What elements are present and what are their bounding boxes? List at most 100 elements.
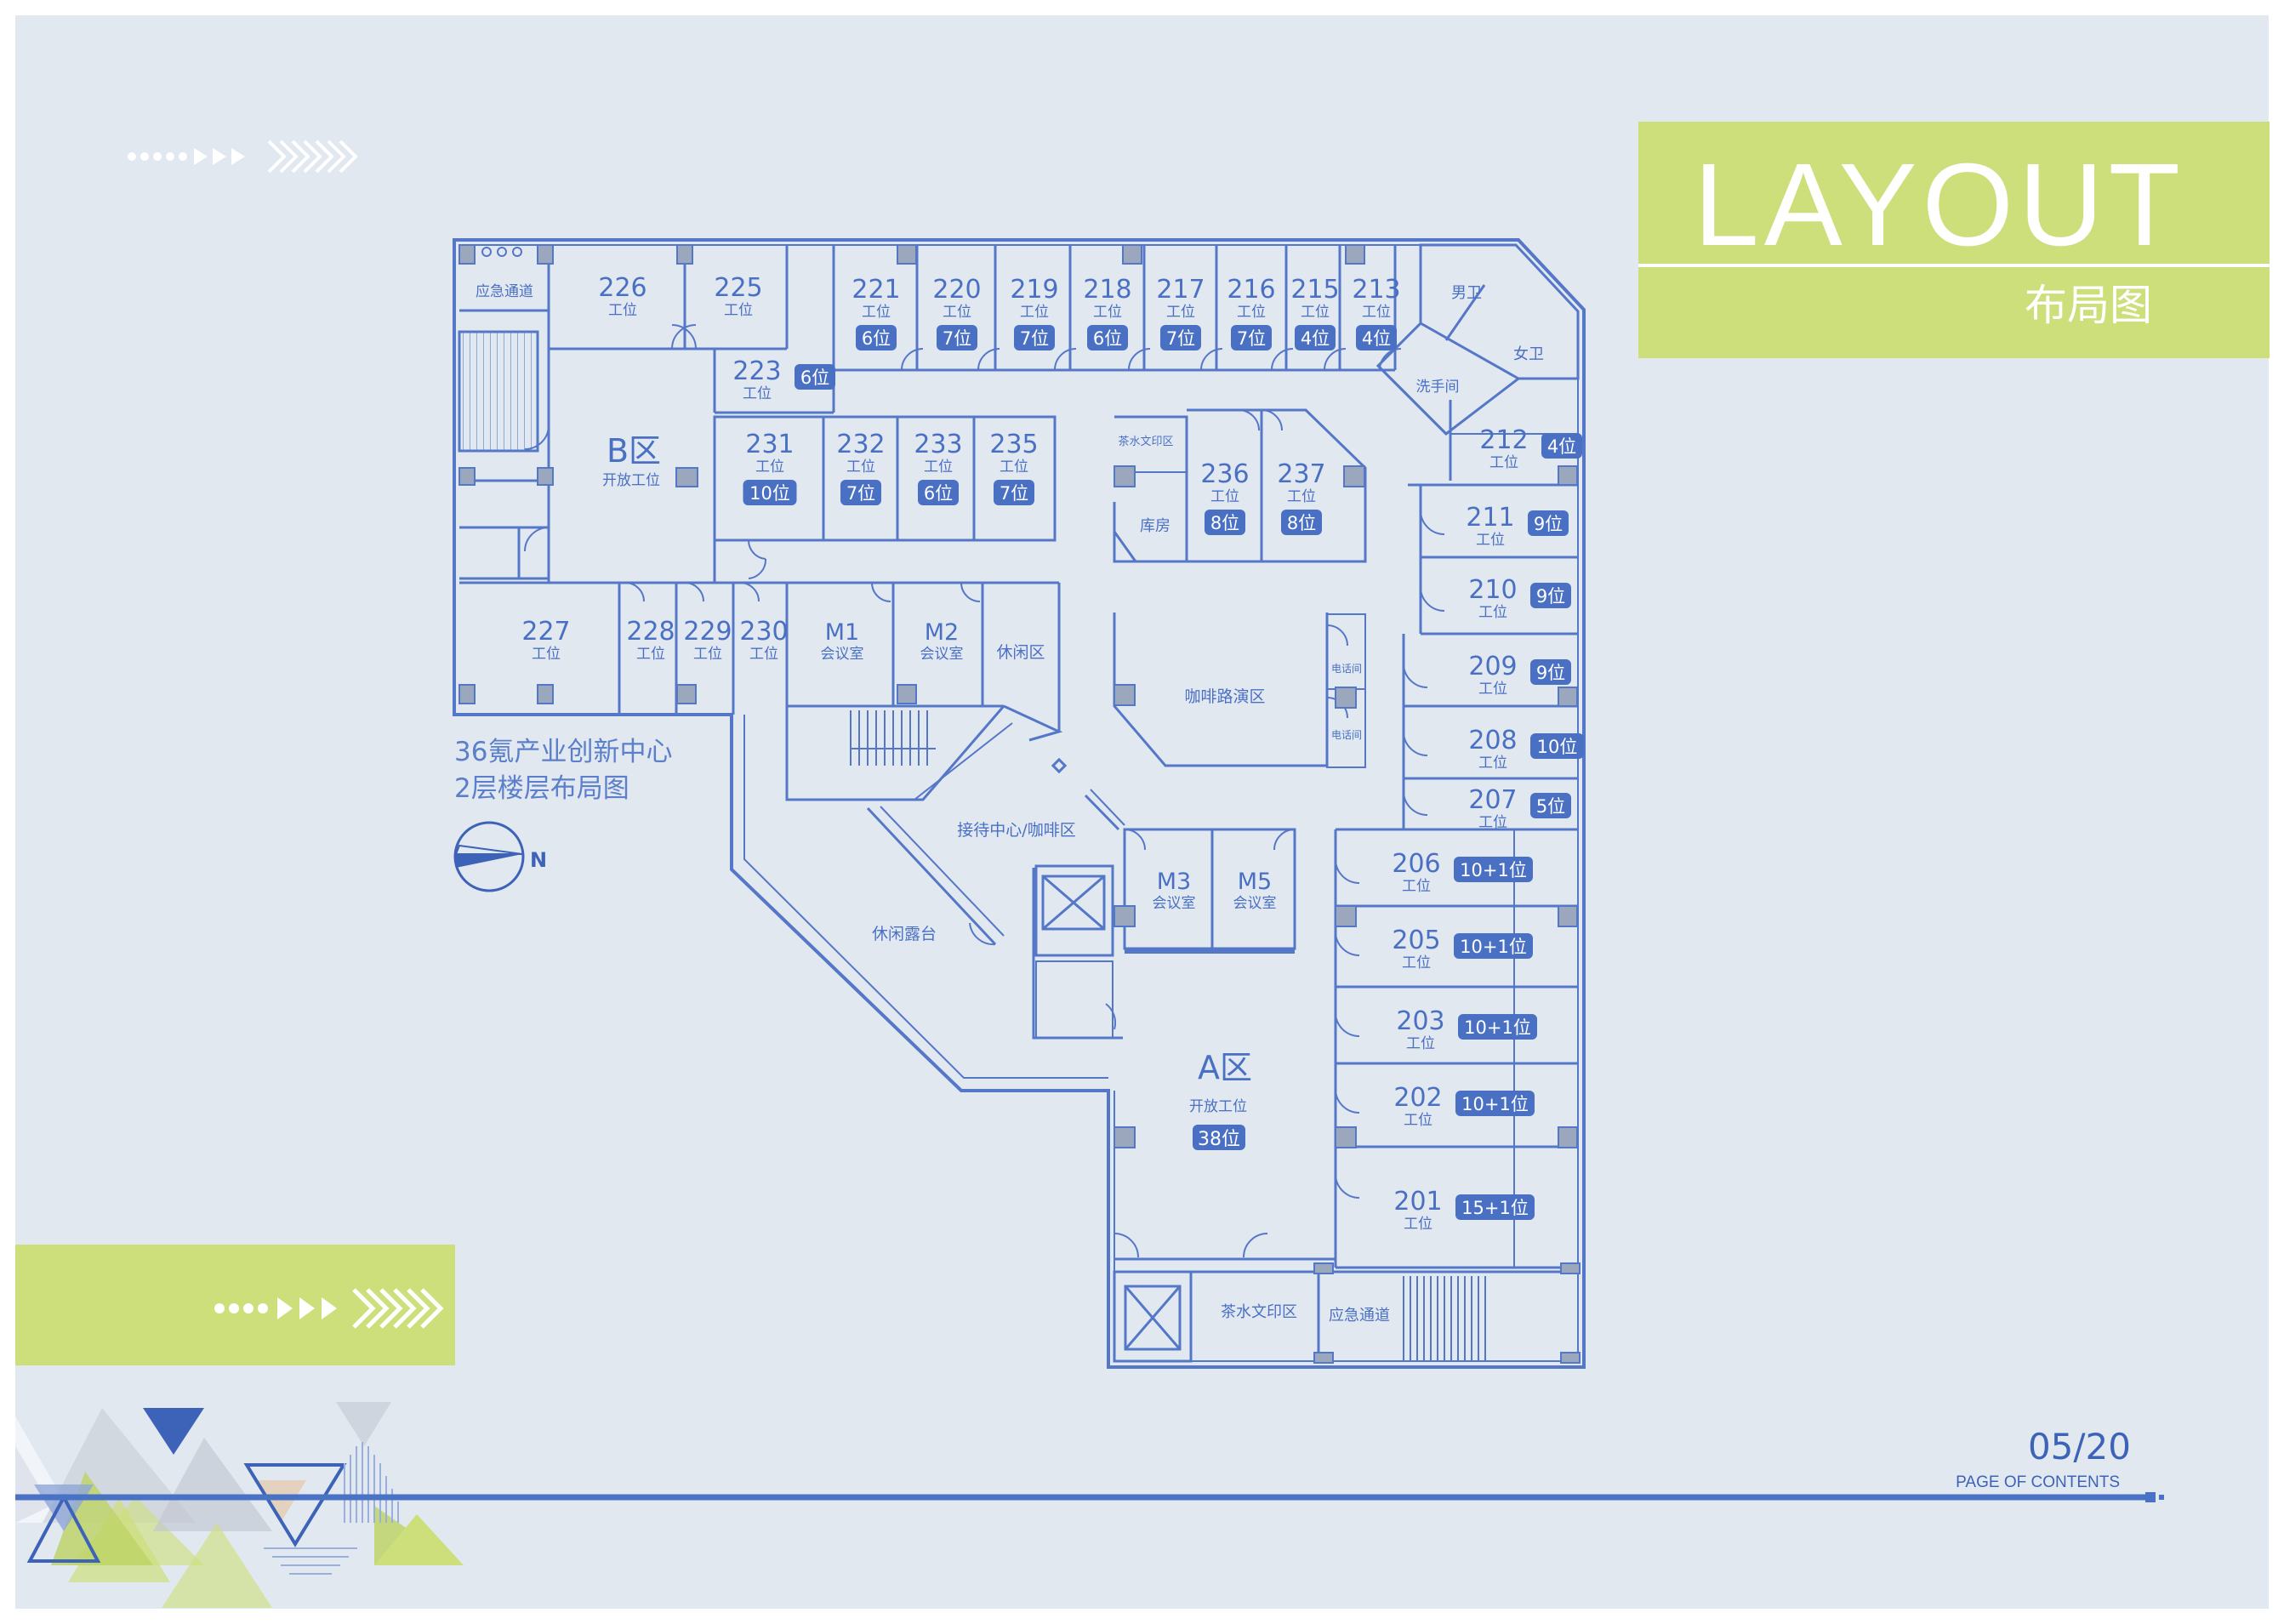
office-201-badge: 15+1位 (1461, 1198, 1529, 1218)
office-220-label: 工位 (943, 304, 971, 321)
page-number: 05/20 (2028, 1426, 2131, 1467)
office-232-number: 232 (836, 430, 885, 459)
zone-a-sub: 开放工位 (1189, 1098, 1247, 1115)
meeting-M3-label: 会议室 (1153, 895, 1196, 912)
office-226-label: 工位 (608, 302, 637, 319)
office-236-number: 236 (1200, 459, 1249, 489)
office-215-label: 工位 (1301, 304, 1330, 321)
meeting-M1-label: 会议室 (821, 646, 864, 663)
office-237-badge: 8位 (1287, 513, 1316, 533)
office-209-badge-bg (1530, 659, 1571, 685)
office-231-label: 工位 (755, 459, 784, 476)
floor-plan (453, 238, 1586, 1369)
terrace-area: 休闲露台 (872, 925, 937, 943)
office-210-badge-bg (1530, 583, 1571, 608)
office-235-label: 工位 (1000, 459, 1028, 476)
zone-emergency-top: 应急通道 (476, 283, 533, 300)
office-211-label: 工位 (1476, 532, 1505, 549)
zone-labels: 应急通道 B区 开放工位 男卫 女卫 洗手间 茶水文印区 库房 咖啡路演区 电话… (476, 283, 1544, 1325)
office-202-badge: 10+1位 (1461, 1094, 1529, 1114)
phone-booth-1: 电话间 (1331, 663, 1362, 675)
office-228-number: 228 (626, 617, 675, 647)
pantry-print: 茶水文印区 (1221, 1303, 1297, 1321)
office-208-number: 208 (1468, 726, 1517, 755)
womens-wc: 女卫 (1513, 345, 1544, 363)
office-208-label: 工位 (1478, 755, 1507, 772)
phone-booth-2: 电话间 (1331, 729, 1362, 741)
header-title: LAYOUT (1694, 140, 2185, 271)
office-211-badge-bg (1528, 510, 1569, 536)
office-223-label: 工位 (743, 385, 772, 402)
office-221-badge-bg (856, 325, 897, 350)
office-231-badge: 10位 (749, 483, 790, 504)
office-203-badge-bg (1458, 1014, 1537, 1040)
office-216-number: 216 (1227, 275, 1275, 305)
office-225-number: 225 (714, 273, 762, 303)
office-217-badge-bg (1160, 325, 1201, 350)
office-216-badge-bg (1231, 325, 1272, 350)
office-201-label: 工位 (1404, 1216, 1432, 1233)
office-221-badge: 6位 (862, 328, 891, 349)
office-208-badge: 10位 (1537, 737, 1578, 757)
office-203-label: 工位 (1406, 1035, 1435, 1052)
mens-wc: 男卫 (1451, 284, 1482, 302)
office-218-label: 工位 (1093, 304, 1122, 321)
arrows-decoration-bottom (214, 1288, 444, 1329)
washroom: 洗手间 (1416, 379, 1460, 396)
office-213-badge-bg (1356, 325, 1397, 350)
office-212-label: 工位 (1489, 454, 1518, 471)
office-226-number: 226 (598, 273, 646, 303)
office-233-badge-bg (918, 480, 959, 505)
meeting-M2-label: 会议室 (920, 646, 964, 663)
office-209-badge: 9位 (1536, 663, 1565, 683)
office-217-label: 工位 (1166, 304, 1195, 321)
office-215-number: 215 (1290, 275, 1339, 305)
office-219-label: 工位 (1020, 304, 1049, 321)
emergency-bottom: 应急通道 (1329, 1307, 1390, 1325)
arrows-decoration-top (128, 140, 358, 174)
office-218-badge-bg (1087, 325, 1128, 350)
office-216-badge: 7位 (1237, 328, 1266, 349)
office-235-badge-bg (994, 480, 1034, 505)
office-223-number: 223 (732, 356, 781, 386)
page-label: PAGE OF CONTENTS (1956, 1473, 2120, 1491)
office-230-label: 工位 (749, 646, 778, 663)
office-209-label: 工位 (1478, 681, 1507, 698)
zone-a-badge-bg (1193, 1125, 1245, 1150)
office-207-number: 207 (1468, 785, 1517, 815)
office-229-number: 229 (683, 617, 732, 647)
zone-a-badge: 38位 (1198, 1129, 1240, 1150)
office-225-label: 工位 (724, 302, 753, 319)
office-237-number: 237 (1277, 459, 1325, 489)
office-218-number: 218 (1083, 275, 1131, 305)
compass: N (453, 821, 547, 892)
office-203-badge: 10+1位 (1464, 1017, 1531, 1038)
floor-caption: 36氪产业创新中心 2层楼层布局图 (454, 737, 672, 804)
office-217-badge: 7位 (1166, 328, 1195, 349)
office-230-number: 230 (739, 617, 788, 647)
office-208-badge-bg (1530, 733, 1584, 759)
office-202-number: 202 (1393, 1083, 1442, 1113)
office-203-number: 203 (1396, 1006, 1444, 1036)
office-213-badge: 4位 (1362, 328, 1391, 349)
office-220-badge: 7位 (943, 328, 971, 349)
header-subtitle: 布局图 (2025, 281, 2152, 330)
office-205-number: 205 (1392, 926, 1440, 955)
office-205-badge-bg (1454, 933, 1533, 959)
office-211-badge: 9位 (1534, 514, 1563, 534)
lounge-area: 休闲区 (996, 643, 1045, 662)
office-201-badge-bg (1455, 1194, 1535, 1220)
office-228-label: 工位 (636, 646, 665, 663)
office-206-badge-bg (1454, 857, 1533, 882)
meeting-M5-name: M5 (1238, 869, 1272, 895)
office-235-number: 235 (989, 430, 1038, 459)
zone-b: B区 (607, 432, 661, 470)
office-205-label: 工位 (1402, 954, 1431, 972)
office-236-badge-bg (1205, 510, 1245, 535)
office-220-badge-bg (937, 325, 977, 350)
office-213-number: 213 (1352, 275, 1400, 305)
office-221-number: 221 (852, 275, 900, 305)
office-210-label: 工位 (1478, 604, 1507, 621)
coffee-demo-area: 咖啡路演区 (1184, 687, 1265, 706)
